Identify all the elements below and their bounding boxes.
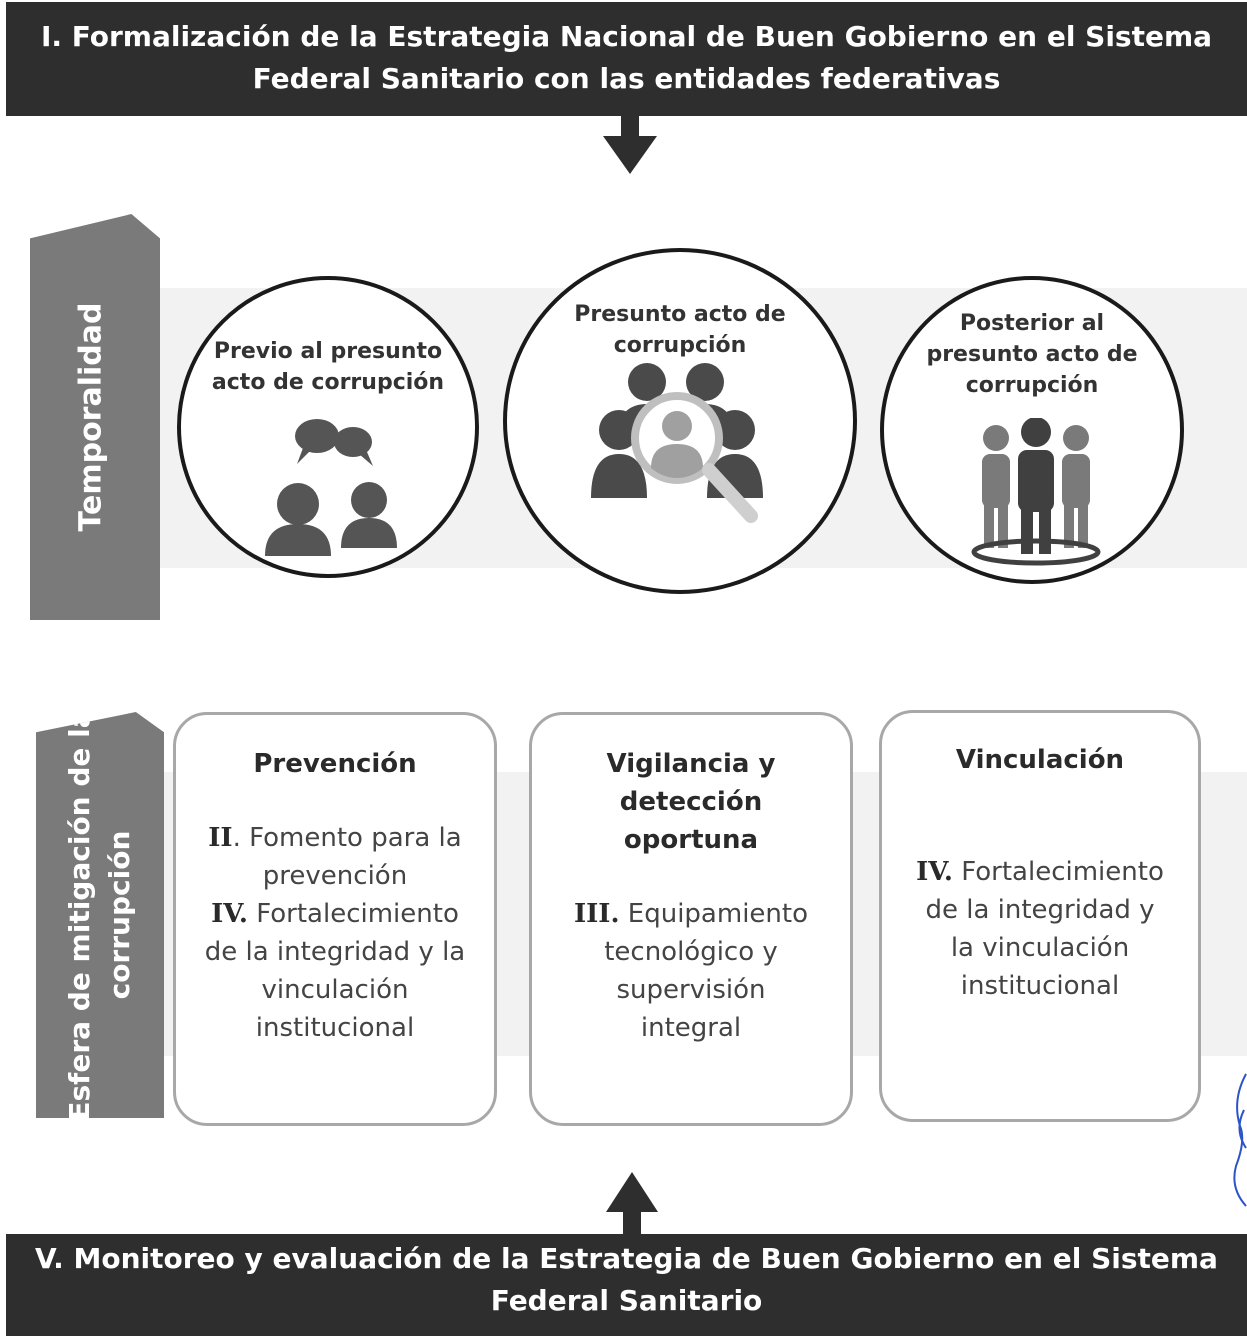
box-prevencion-item-1-numeral: II [208, 823, 233, 853]
box-vigilancia-title-line-3: oportuna [623, 825, 759, 855]
temporalidad-label: Temporalidad [73, 302, 109, 532]
group-people-icon [971, 418, 1101, 566]
circle-previo-title-line-1: Previo al presunto [213, 339, 443, 364]
bottom-banner-line-1: V. Monitoreo y evaluación de la Estrateg… [35, 1242, 1218, 1275]
box-vigilancia: Vigilancia y detección oportuna III. Equ… [529, 712, 853, 1126]
bottom-banner: V. Monitoreo y evaluación de la Estrateg… [6, 1234, 1247, 1336]
circle-posterior-title-line-1: Posterior al [959, 311, 1105, 336]
box-vinculacion-item-1-text: Fortalecimiento de la integridad y la vi… [925, 857, 1164, 1001]
box-vinculacion: Vinculación IV. Fortalecimiento de la in… [879, 710, 1201, 1122]
circle-previo: Previo al presunto acto de corrupción [177, 276, 479, 578]
box-vinculacion-item-1-numeral: IV. [916, 857, 953, 887]
dialogue-people-icon [265, 419, 397, 556]
box-vigilancia-item-1-text: Equipamiento tecnológico y supervisión i… [604, 899, 808, 1043]
circle-previo-title-line-2: acto de corrupción [211, 370, 445, 395]
box-vinculacion-item-1: IV. Fortalecimiento de la integridad y l… [910, 853, 1170, 1005]
box-prevencion-item-2-numeral: IV. [211, 899, 248, 929]
top-banner: I. Formalización de la Estrategia Nacion… [6, 2, 1247, 116]
signature-mark [1233, 1073, 1247, 1207]
box-prevencion-item-1-sep: . [232, 823, 241, 853]
up-arrow-icon [606, 1172, 658, 1238]
box-vigilancia-title-line-2: detección [619, 787, 763, 817]
circle-presunto-title: Presunto acto de corrupción [507, 299, 853, 361]
box-prevencion-item-1-text: Fomento para la prevención [240, 823, 462, 891]
box-prevencion-item-2: IV. Fortalecimiento de la integridad y l… [198, 895, 472, 1047]
box-prevencion-item-1: II. Fomento para la prevención [198, 819, 472, 895]
esfera-label-line-2: corrupción [103, 830, 136, 1000]
circle-presunto-title-line-1: Presunto acto de [574, 302, 786, 327]
circle-posterior-title-line-3: corrupción [965, 373, 1099, 398]
box-vigilancia-title: Vigilancia y detección oportuna [532, 745, 850, 859]
circle-posterior: Posterior al presunto acto de corrupción [880, 276, 1184, 584]
box-vigilancia-title-line-1: Vigilancia y [606, 749, 776, 779]
circle-posterior-title: Posterior al presunto acto de corrupción [884, 308, 1180, 401]
circle-posterior-title-line-2: presunto acto de [926, 342, 1138, 367]
box-vigilancia-body: III. Equipamiento tecnológico y supervis… [532, 895, 850, 1047]
down-arrow-icon [603, 112, 657, 174]
circle-presunto-title-line-2: corrupción [613, 333, 747, 358]
circle-presunto: Presunto acto de corrupción [503, 248, 857, 594]
box-vinculacion-body: IV. Fortalecimiento de la integridad y l… [882, 853, 1198, 1005]
circle-previo-title: Previo al presunto acto de corrupción [181, 336, 475, 398]
box-prevencion-body: II. Fomento para la prevención IV. Forta… [176, 819, 494, 1047]
esfera-label: Esfera de mitigación de la corrupción [60, 709, 140, 1121]
box-prevencion: Prevención II. Fomento para la prevenció… [173, 712, 497, 1126]
box-prevencion-item-2-text: Fortalecimiento de la integridad y la vi… [204, 899, 466, 1043]
esfera-label-line-1: Esfera de mitigación de la [63, 709, 96, 1121]
box-prevencion-title: Prevención [253, 749, 417, 779]
box-vigilancia-item-1-numeral: III. [573, 899, 620, 929]
box-vigilancia-item-1: III. Equipamiento tecnológico y supervis… [572, 895, 810, 1047]
magnifier-people-icon [591, 363, 763, 523]
box-vinculacion-title: Vinculación [955, 745, 1125, 775]
esfera-tab: Esfera de mitigación de la corrupción [36, 712, 164, 1118]
bottom-banner-line-2: Federal Sanitario [490, 1284, 763, 1317]
temporalidad-tab: Temporalidad [30, 214, 160, 620]
top-banner-line-2: Federal Sanitario con las entidades fede… [252, 62, 1001, 95]
top-banner-line-1: I. Formalización de la Estrategia Nacion… [40, 20, 1213, 53]
